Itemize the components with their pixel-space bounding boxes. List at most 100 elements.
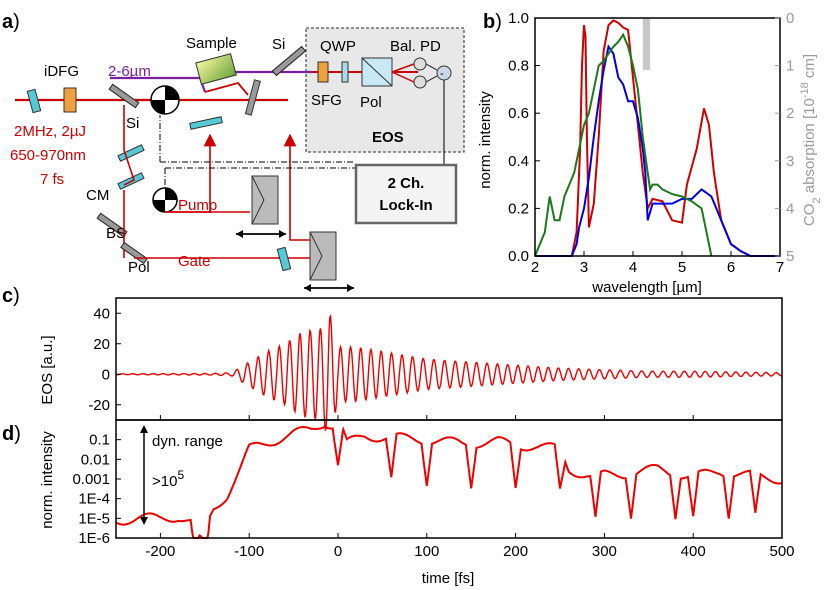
c-ytick-label: 0 [102,366,110,383]
d-ytick-label: 0.001 [72,471,110,488]
label-si-top: Si [272,36,285,53]
sample-icon [195,53,237,85]
d-xtick-label: -100 [234,543,264,560]
sfg-crystal [317,61,329,83]
intensity-log-chart: 0.1 0.01 0.001 1E-4 1E-5 1E-6 -200 -100 0 100 200 3… [72,419,795,560]
b-xtick-label: 4 [629,259,637,276]
b-ytick-label: 1.0 [508,10,529,27]
b-ylabel-right: CO2 absorption [10-18 cm] [799,54,823,226]
b-ytick-label: 0.2 [508,200,529,217]
d-ytick-label: 1E-6 [78,530,110,547]
co2-band [642,18,651,70]
d-xtick-label: 400 [681,543,706,560]
mirror-2 [244,79,261,116]
label-lockin-2: Lock-In [379,197,432,214]
eos-trace [115,313,782,431]
label-band: 2-6µm [108,63,151,80]
idfg-plate [26,88,42,114]
b-ytick-right-label: 1 [786,58,794,75]
label-lockin-1: 2 Ch. [388,175,425,192]
intensity-trace [115,425,783,539]
dyn-range-value: >105 [152,468,184,490]
d-xtick-label: -200 [145,543,175,560]
c-ytick-label: -20 [88,397,110,414]
b-ytick-right-label: 0 [786,10,794,27]
si-plate-top [271,45,307,77]
label-pol: Pol [128,259,150,276]
b-ytick-right-label: 2 [786,105,794,122]
panel-c: c) 40 20 0 -20 EOS [a.u.] [2,285,783,431]
b-xtick-label: 2 [531,259,539,276]
b-ylabel: norm. intensity [477,91,494,189]
label-cm: CM [86,187,109,204]
idfg-crystal [63,87,77,113]
label-pol-eos: Pol [360,94,382,111]
c-frame [115,297,783,421]
chirped-mirror [117,144,145,162]
label-pump: Pump [178,197,217,214]
d-ytick-label: 1E-5 [78,510,110,527]
spectrum-series-0 [535,19,780,257]
label-laser-2: 650-970nm [10,147,86,164]
d-ytick-label: 1E-4 [78,491,110,508]
dyn-range-label: dyn. range [152,433,223,450]
d-ytick-label: 0.1 [89,432,110,449]
gate-plate [276,246,292,272]
label-bs: BS [106,225,126,242]
label-sfg: SFG [311,92,342,109]
label-laser-3: 7 fs [40,171,64,188]
delay-stage-2 [304,231,354,292]
label-eos: EOS [372,129,404,146]
spectrum-series-1 [535,44,780,257]
svg-text:-: - [440,68,444,80]
c-ytick-label: 20 [93,336,110,353]
b-ytick-label: 0.6 [508,105,529,122]
d-xtick-label: 200 [503,543,528,560]
photodiode-icon: - [391,57,452,89]
label-laser-1: 2MHz, 2µJ [14,123,86,140]
b-ytick-label: 0.8 [508,58,529,75]
d-ytick-label: 0.01 [81,451,110,468]
c-ytick-label: 40 [93,305,110,322]
lockin-box [354,163,458,225]
qwp-plate [341,61,349,83]
label-sample: Sample [186,35,237,52]
eos-box [305,27,465,153]
label-qwp: QWP [320,38,356,55]
b-ytick-right-label: 4 [786,200,794,217]
d-xtick-label: 0 [334,543,342,560]
b-ytick-right-label: 5 [786,248,794,265]
label-bal-pd: Bal. PD [390,38,441,55]
panel-b: b) 2 3 4 5 6 7 0.0 0.2 0.4 0.6 0.8 1.0 0 1 2 3 4 5 norm. … [477,10,823,296]
d-xtick-label: 300 [592,543,617,560]
b-xtick-label: 7 [776,259,784,276]
b-xtick-label: 5 [678,259,686,276]
b-ytick-label: 0.4 [508,153,529,170]
b-ytick-label: 0.0 [508,248,529,265]
pump-chopper-icon [152,187,178,213]
si-plate-left [108,83,140,109]
b-ytick-right-label: 3 [786,153,794,170]
panel-a-setup: a) iDFG 2-6µm Si Sample Si [2,11,465,292]
beam-splitter [96,212,128,238]
spectrum-chart: 2 3 4 5 6 7 0.0 0.2 0.4 0.6 0.8 1.0 0 1 2 3 4 5 [508,10,794,276]
panel-label-a: a) [2,11,20,33]
panel-label-b: b) [483,11,502,33]
label-gate: Gate [178,253,211,270]
delay-stage [236,175,286,238]
b-xtick-label: 3 [580,259,588,276]
mirror [189,116,223,130]
c-ylabel: EOS [a.u.] [39,335,56,404]
panel-label-c: c) [2,285,20,307]
b-frame [534,17,781,257]
eos-trace-chart: 40 20 0 -20 [88,297,783,431]
chopper-icon [150,85,180,115]
spectrum-series-2 [534,32,713,257]
label-idfg: iDFG [44,63,79,80]
b-xtick-label: 6 [727,259,735,276]
label-si-left: Si [126,115,139,132]
d-xlabel: time [fs] [422,570,475,587]
d-xtick-label: 100 [414,543,439,560]
